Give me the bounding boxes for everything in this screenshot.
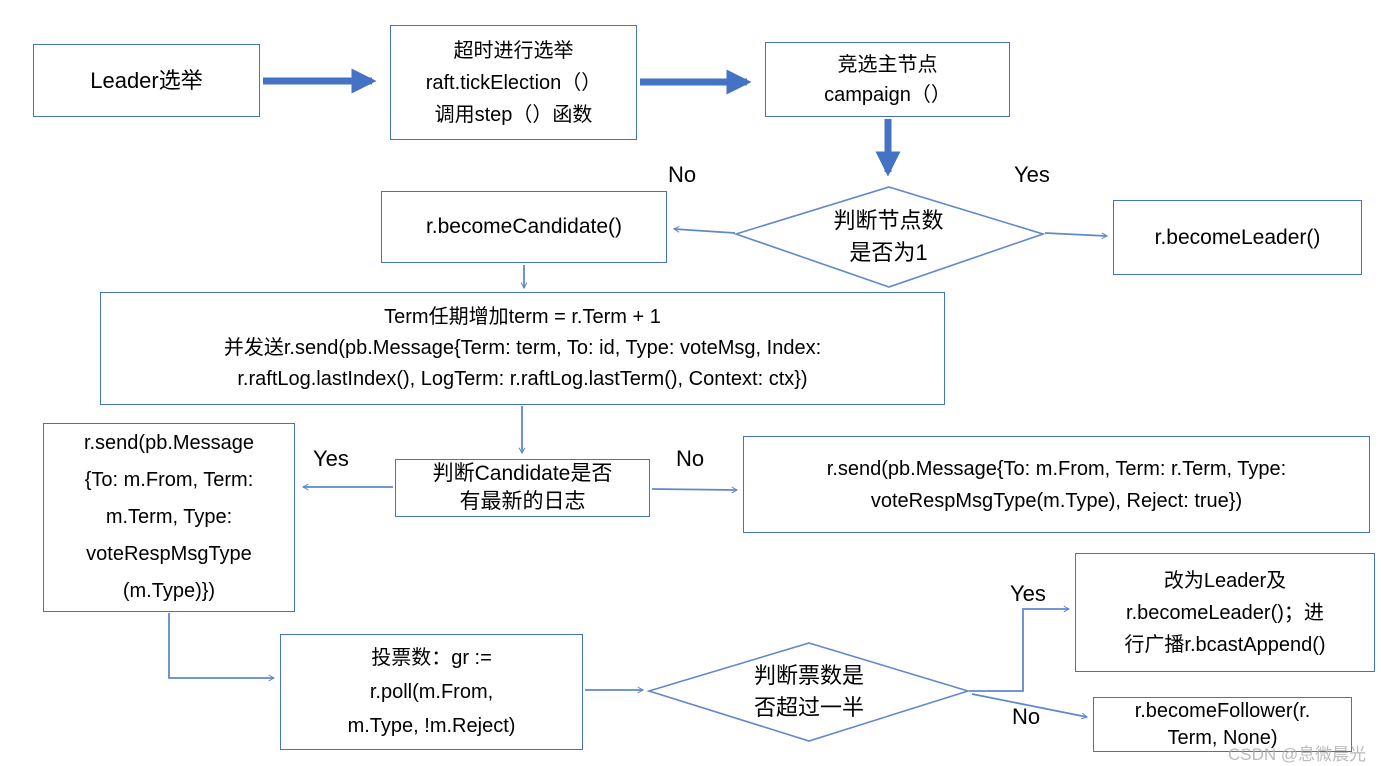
edge-majority-no-to-follower (971, 693, 1089, 720)
thin-connectors (168, 225, 1109, 720)
decision-node-count-label: 判断节点数 是否为1 (833, 208, 944, 265)
node-leader-election: Leader选举 (33, 44, 260, 117)
label-majority-yes: Yes (1010, 581, 1046, 606)
node-become-leader: r.becomeLeader() (1113, 200, 1362, 275)
edge-no-to-become-candidate (672, 225, 736, 234)
node-send-vote-resp: r.send(pb.Message {To: m.From, Term: m.T… (43, 423, 295, 612)
thick-arrows (263, 68, 901, 177)
edge-no-to-send-reject (651, 486, 739, 494)
node-become-leader-broadcast: 改为Leader及 r.becomeLeader()；进 行广播r.bcastA… (1075, 553, 1375, 672)
csdn-watermark: CSDN @息微晨光 (1228, 745, 1367, 764)
node-become-candidate: r.becomeCandidate() (381, 191, 667, 263)
node-term-increase: Term任期增加term = r.Term + 1 并发送r.send(pb.M… (100, 292, 945, 405)
label-majority-no: No (1012, 704, 1041, 729)
decision-majority-shape (646, 642, 971, 742)
decision-node-count-shape (733, 186, 1046, 288)
edge-yes-to-become-leader (1044, 232, 1109, 240)
decision-majority-label: 判断票数是 否超过一半 (753, 663, 864, 720)
edge-send-resp-to-poll (168, 613, 276, 682)
node-campaign: 竞选主节点 campaign（） (765, 42, 1010, 117)
node-become-follower: r.becomeFollower(r. Term, None) (1093, 697, 1352, 752)
label-candidate-log-no: No (676, 446, 705, 471)
label-candidate-log-yes: Yes (313, 446, 349, 471)
node-tick-election: 超时进行选举 raft.tickElection（） 调用step（）函数 (390, 25, 637, 140)
label-node-count-no: No (668, 162, 697, 187)
node-send-vote-reject: r.send(pb.Message{To: m.From, Term: r.Te… (743, 436, 1370, 533)
edge-majority-yes-to-broadcast (969, 605, 1071, 692)
label-node-count-yes: Yes (1014, 162, 1050, 187)
node-check-candidate-log: 判断Candidate是否 有最新的日志 (395, 459, 650, 517)
node-poll-votes: 投票数：gr := r.poll(m.From, m.Type, !m.Reje… (280, 634, 583, 750)
